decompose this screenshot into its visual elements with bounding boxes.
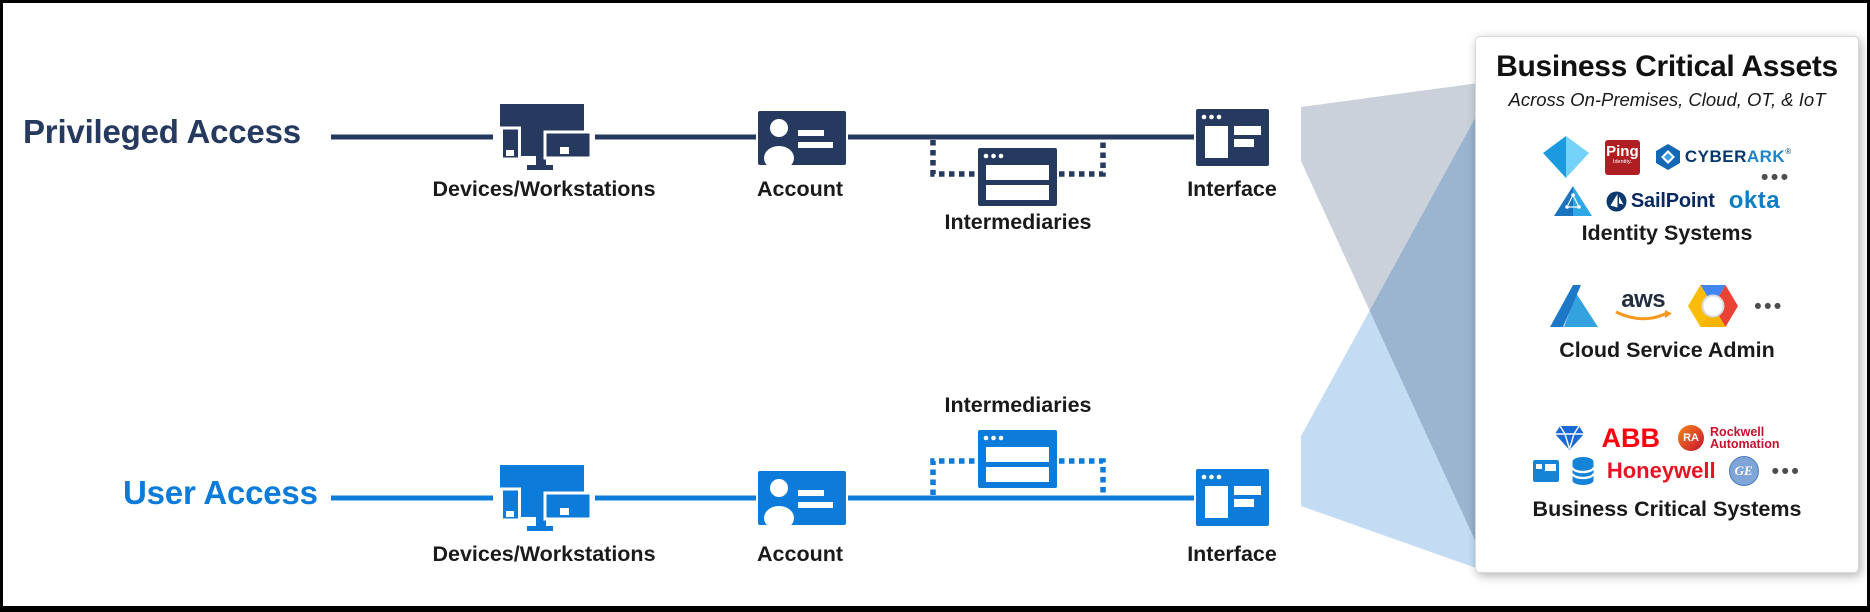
azure-icon (1550, 285, 1599, 327)
cyberark-shield-icon (1655, 144, 1680, 170)
cloud-logos-row: aws ••• (1476, 281, 1858, 331)
more-business-dots: ••• (1771, 459, 1802, 483)
gem-diamond-icon (1554, 425, 1584, 450)
rockwell-mark-icon: RA (1678, 425, 1705, 451)
identity-logos-row-2: SailPoint okta (1476, 183, 1858, 219)
interface-label: Interface (1187, 542, 1277, 566)
google-cloud-icon (1688, 285, 1739, 327)
devices-workstations-icon (500, 465, 593, 531)
intermediaries-icon (978, 148, 1057, 206)
identity-systems-label: Identity Systems (1581, 221, 1753, 245)
privileged-access-title: Privileged Access (23, 113, 301, 150)
active-directory-icon (1553, 186, 1592, 216)
cloud-service-admin-label: Cloud Service Admin (1559, 338, 1775, 362)
devices-workstations-icon (500, 104, 593, 170)
user-beam (1301, 111, 1479, 569)
user-access-title: User Access (123, 474, 318, 511)
interface-icon (1196, 109, 1269, 166)
intermediaries-label: Intermediaries (944, 210, 1092, 234)
okta-logo: okta (1728, 187, 1781, 214)
sailpoint-logo: SailPoint (1606, 190, 1715, 213)
account-icon (758, 111, 846, 170)
more-identity-dots: ••• (1761, 166, 1791, 189)
interface-icon (1196, 469, 1269, 526)
honeywell-logo: Honeywell (1606, 458, 1716, 483)
identity-logos-row-1: Ping Identity. CYBERARK® (1476, 133, 1858, 181)
intermediaries-label: Intermediaries (944, 393, 1092, 417)
sailpoint-mark-icon (1606, 191, 1627, 211)
business-logos-row-1: ABB RA Rockwell Automation (1476, 423, 1858, 453)
account-label: Account (757, 177, 843, 201)
database-icon (1571, 457, 1595, 485)
business-critical-assets-panel: Business Critical Assets Across On-Premi… (1475, 36, 1859, 573)
devices-label: Devices/Workstations (432, 542, 656, 566)
account-label: Account (757, 542, 843, 566)
azure-ad-icon (1542, 136, 1589, 178)
business-logos-row-2: Honeywell GE ••• (1476, 455, 1858, 487)
connector-layer (331, 83, 1479, 569)
user-bypass-dotted-path (930, 458, 1106, 495)
interface-label: Interface (1187, 177, 1277, 201)
aws-logo: aws (1614, 287, 1673, 323)
app-window-icon (1532, 460, 1559, 482)
panel-title: Business Critical Assets (1496, 50, 1838, 83)
privileged-bypass-dotted-path (930, 140, 1106, 177)
business-critical-systems-label: Business Critical Systems (1532, 497, 1802, 521)
cyberark-logo: CYBERARK® (1655, 144, 1791, 170)
panel-subtitle: Across On-Premises, Cloud, OT, & IoT (1508, 89, 1826, 110)
intermediaries-icon (978, 430, 1057, 488)
ping-identity-logo: Ping Identity. (1604, 139, 1640, 175)
account-icon (758, 471, 846, 530)
abb-logo: ABB (1601, 422, 1661, 453)
devices-label: Devices/Workstations (432, 177, 656, 201)
rockwell-automation-logo: RA Rockwell Automation (1678, 425, 1779, 451)
aws-smile-icon (1615, 309, 1673, 320)
ge-logo: GE (1728, 456, 1759, 486)
more-cloud-dots: ••• (1754, 294, 1784, 318)
